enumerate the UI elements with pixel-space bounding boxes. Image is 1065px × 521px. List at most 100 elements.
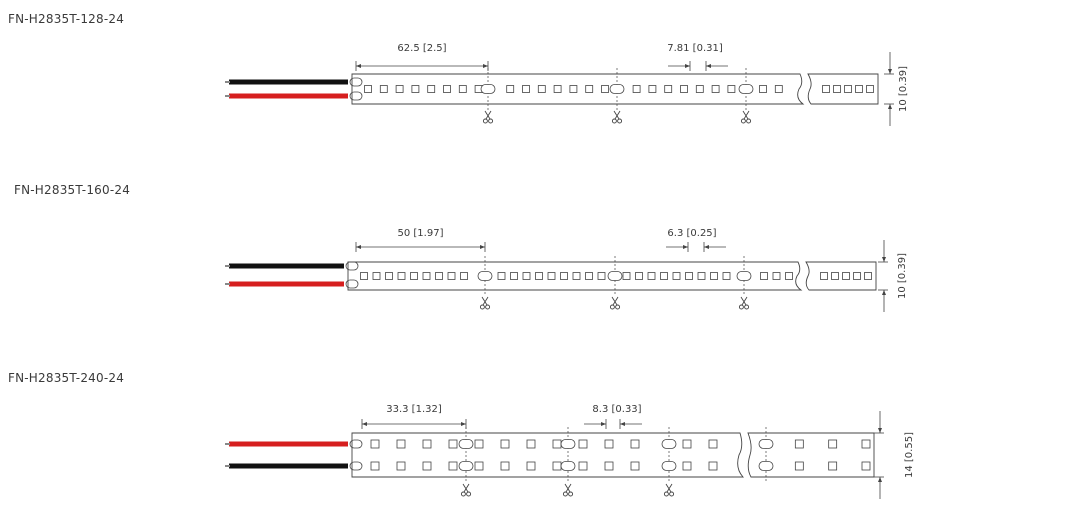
copper-pad	[661, 461, 677, 471]
wire-top	[229, 79, 348, 85]
strip-tail	[747, 432, 875, 478]
led-chip	[526, 461, 536, 471]
solder-pad	[349, 77, 363, 87]
led-chip	[853, 272, 861, 280]
scissors-icon	[609, 296, 621, 310]
led-chip	[585, 85, 594, 93]
led-chip	[711, 85, 720, 93]
led-chip	[585, 272, 593, 280]
led-chip	[604, 439, 614, 449]
cut-length-dimension: 62.5 [2.5]	[355, 43, 489, 71]
led-chip	[385, 272, 393, 280]
led-chip	[794, 461, 804, 471]
width-dimension: 14 [0.55]	[874, 411, 915, 499]
led-chip	[833, 85, 841, 93]
copper-pad	[560, 461, 576, 471]
led-chip	[828, 439, 838, 449]
strip-1-led-pitch-label: 7.81 [0.31]	[667, 43, 723, 54]
led-chip	[697, 272, 706, 280]
led-chip	[535, 272, 543, 280]
led-chip	[364, 85, 372, 93]
arrow-icon	[888, 104, 892, 109]
strip-2-drawing: 50 [1.97]6.3 [0.25]10 [0.39]	[225, 228, 908, 312]
arrow-icon	[683, 245, 688, 249]
led-chip	[635, 272, 643, 280]
scissors-icon	[738, 296, 750, 310]
led-chip	[510, 272, 518, 280]
cut-point	[480, 68, 496, 124]
wire-tip	[225, 283, 230, 285]
led-chip	[630, 439, 640, 449]
arrow-icon	[878, 428, 882, 433]
cut-point	[758, 427, 774, 483]
copper-pad	[661, 439, 677, 449]
led-chip	[422, 461, 432, 471]
strip-3-drawing: 33.3 [1.32]8.3 [0.33]14 [0.55]	[225, 404, 915, 499]
copper-pad	[560, 439, 576, 449]
solder-pad	[349, 439, 363, 449]
scissors-icon	[479, 296, 491, 310]
led-chip	[844, 85, 852, 93]
led-chip	[708, 439, 718, 449]
copper-pad	[458, 461, 474, 471]
copper-pad	[758, 461, 774, 471]
led-chip	[497, 272, 506, 280]
led-chip	[861, 439, 871, 449]
strip-body	[351, 73, 805, 105]
led-chip	[722, 272, 731, 280]
led-chip	[560, 272, 568, 280]
led-chip	[569, 85, 578, 93]
scissors-icon	[663, 483, 675, 497]
led-chip	[842, 272, 850, 280]
led-chip	[379, 85, 388, 93]
scissors-icon	[482, 110, 494, 124]
led-chip	[820, 272, 828, 280]
led-chip	[395, 85, 404, 93]
led-chip	[448, 439, 458, 449]
strip-1-width-label: 10 [0.39]	[898, 66, 909, 112]
led-chip	[710, 272, 718, 280]
wire-tip	[225, 95, 230, 97]
arrow-icon	[356, 64, 361, 68]
led-chip	[547, 272, 556, 280]
strip-3-model-label: FN-H2835T-240-24	[8, 371, 125, 385]
led-chip	[759, 85, 767, 93]
led-chip	[682, 439, 692, 449]
led-chip	[785, 272, 793, 280]
led-chip	[685, 272, 693, 280]
arrow-icon	[704, 245, 709, 249]
led-chip	[794, 439, 804, 449]
led-chip	[622, 272, 631, 280]
strip-2-width-label: 10 [0.39]	[897, 253, 908, 299]
led-chip	[866, 85, 874, 93]
width-dimension: 10 [0.39]	[884, 52, 909, 126]
led-chip	[708, 461, 718, 471]
arrow-icon	[362, 422, 367, 426]
copper-pad	[477, 271, 493, 281]
strip-2-cut-length-label: 50 [1.97]	[398, 228, 444, 239]
copper-pad	[738, 84, 754, 94]
wire-top	[229, 441, 348, 447]
scissors-icon	[611, 110, 623, 124]
copper-pad	[458, 439, 474, 449]
led-chip	[578, 461, 588, 471]
led-chip	[410, 272, 418, 280]
led-chip	[370, 461, 380, 471]
led-chip	[552, 461, 562, 471]
led-chip	[372, 272, 381, 280]
solder-pad	[349, 461, 363, 471]
wire-tip	[225, 265, 230, 267]
copper-pad	[480, 84, 496, 94]
cut-length-dimension: 33.3 [1.32]	[361, 404, 467, 429]
wire-tip	[225, 443, 230, 445]
led-chip	[474, 439, 484, 449]
solder-pad	[345, 279, 359, 289]
led-chip	[774, 85, 783, 93]
copper-pad	[607, 271, 623, 281]
arrow-icon	[878, 477, 882, 482]
led-chip	[458, 85, 467, 93]
led-chip	[822, 85, 830, 93]
scissors-icon	[562, 483, 574, 497]
led-chip	[572, 272, 581, 280]
cut-point	[736, 256, 752, 310]
